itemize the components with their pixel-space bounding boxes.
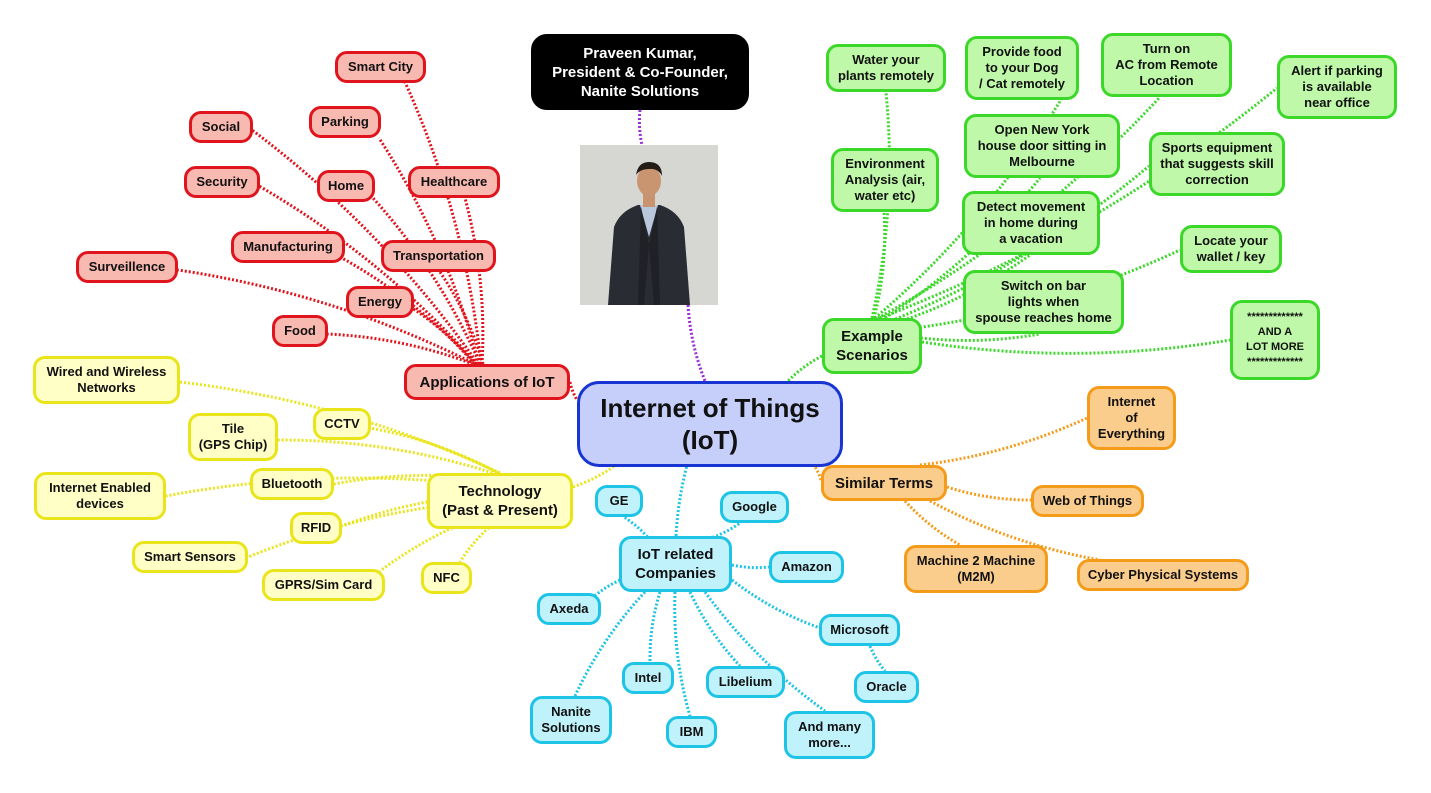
app-item-smart-city[interactable]: Smart City [335, 51, 426, 83]
tech-item-smart-sensors[interactable]: Smart Sensors [132, 541, 248, 573]
app-item-surveillence[interactable]: Surveillence [76, 251, 178, 283]
company-intel[interactable]: Intel [622, 662, 674, 694]
scenario-sports-equipment[interactable]: Sports equipment that suggests skill cor… [1149, 132, 1285, 196]
scenario-detect-movement[interactable]: Detect movement in home during a vacatio… [962, 191, 1100, 255]
connector-line [369, 426, 499, 475]
connector-line [904, 332, 1041, 342]
tech-item-internet-devices[interactable]: Internet Enabled devices [34, 472, 166, 520]
app-item-healthcare[interactable]: Healthcare [408, 166, 500, 198]
app-item-energy[interactable]: Energy [346, 286, 414, 318]
tech-item-wired-wireless[interactable]: Wired and Wireless Networks [33, 356, 180, 404]
connector-line [623, 515, 652, 541]
scenario-open-door[interactable]: Open New York house door sitting in Melb… [964, 114, 1120, 178]
company-microsoft[interactable]: Microsoft [819, 614, 900, 646]
connector-line [731, 563, 770, 570]
scenario-and-a-lot-more[interactable]: ************* AND A LOT MORE ***********… [1230, 300, 1320, 380]
app-item-security[interactable]: Security [184, 166, 260, 198]
connector-line [946, 485, 1032, 502]
similar-terms-branch[interactable]: Similar Terms [821, 465, 947, 501]
similar-m2m[interactable]: Machine 2 Machine (M2M) [904, 545, 1048, 593]
app-item-food[interactable]: Food [272, 315, 328, 347]
tech-item-cctv[interactable]: CCTV [313, 408, 371, 440]
tech-item-nfc[interactable]: NFC [421, 562, 472, 594]
app-item-transportation[interactable]: Transportation [381, 240, 496, 272]
connector-line [703, 591, 826, 713]
similar-internet-of-everything[interactable]: Internet of Everything [1087, 386, 1176, 450]
app-item-social[interactable]: Social [189, 111, 253, 143]
company-nanite-solutions[interactable]: Nanite Solutions [530, 696, 612, 744]
tech-item-gprs[interactable]: GPRS/Sim Card [262, 569, 385, 601]
connector-line [463, 197, 485, 365]
connector-line [868, 645, 887, 672]
company-oracle[interactable]: Oracle [854, 671, 919, 703]
tech-item-bluetooth[interactable]: Bluetooth [250, 468, 334, 500]
app-item-home[interactable]: Home [317, 170, 375, 202]
scenario-bar-lights[interactable]: Switch on bar lights when spouse reaches… [963, 270, 1124, 334]
connector-line [903, 499, 961, 547]
scenario-feed-pet[interactable]: Provide food to your Dog / Cat remotely [965, 36, 1079, 100]
scenarios-branch[interactable]: Example Scenarios [822, 318, 922, 374]
connector-line [326, 332, 474, 366]
connector-line [731, 578, 821, 630]
company-google[interactable]: Google [720, 491, 789, 523]
connector-line [810, 461, 823, 481]
applications-branch[interactable]: Applications of IoT [404, 364, 570, 400]
person-photo [580, 145, 718, 305]
connector-line [258, 184, 479, 365]
connector-line [411, 306, 476, 365]
connector-line [879, 86, 1278, 320]
connector-line [872, 211, 887, 319]
connector-line [929, 499, 1101, 562]
company-ibm[interactable]: IBM [666, 716, 717, 748]
connector-line [673, 591, 692, 717]
similar-web-of-things[interactable]: Web of Things [1031, 485, 1144, 517]
connector-line [371, 196, 482, 365]
connector-line [458, 523, 493, 563]
connector-line [786, 354, 823, 383]
connector-line [686, 304, 707, 382]
scenario-environment[interactable]: Environment Analysis (air, water etc) [831, 148, 939, 212]
company-axeda[interactable]: Axeda [537, 593, 601, 625]
companies-branch[interactable]: IoT related Companies [619, 536, 732, 592]
app-item-parking[interactable]: Parking [309, 106, 381, 138]
connector-line [921, 338, 1231, 355]
tech-item-rfid[interactable]: RFID [290, 512, 342, 544]
connector-line [177, 268, 476, 366]
tech-item-tile[interactable]: Tile (GPS Chip) [188, 413, 278, 461]
connector-line [379, 508, 498, 573]
similar-cyber-physical[interactable]: Cyber Physical Systems [1077, 559, 1249, 591]
scenario-locate-wallet[interactable]: Locate your wallet / key [1180, 225, 1282, 273]
connector-line [179, 380, 501, 475]
central-topic[interactable]: Internet of Things (IoT) [577, 381, 843, 467]
company-amazon[interactable]: Amazon [769, 551, 844, 583]
scenario-turn-on-ac[interactable]: Turn on AC from Remote Location [1101, 33, 1232, 97]
company-and-many-more[interactable]: And many more... [784, 711, 875, 759]
connector-line [637, 109, 644, 146]
app-item-manufacturing[interactable]: Manufacturing [231, 231, 345, 263]
connector-line [333, 473, 496, 486]
author-node[interactable]: Praveen Kumar, President & Co-Founder, N… [531, 34, 749, 110]
connector-line [568, 381, 579, 401]
technology-branch[interactable]: Technology (Past & Present) [427, 473, 573, 529]
company-ge[interactable]: GE [595, 485, 643, 517]
connector-line [648, 591, 662, 663]
person-photo-icon [580, 145, 718, 305]
scenario-water-plants[interactable]: Water your plants remotely [826, 44, 946, 92]
connector-line [403, 81, 483, 365]
company-libelium[interactable]: Libelium [706, 666, 785, 698]
scenario-parking-alert[interactable]: Alert if parking is available near offic… [1277, 55, 1397, 119]
connector-line [688, 591, 742, 668]
connector-line [919, 416, 1088, 467]
